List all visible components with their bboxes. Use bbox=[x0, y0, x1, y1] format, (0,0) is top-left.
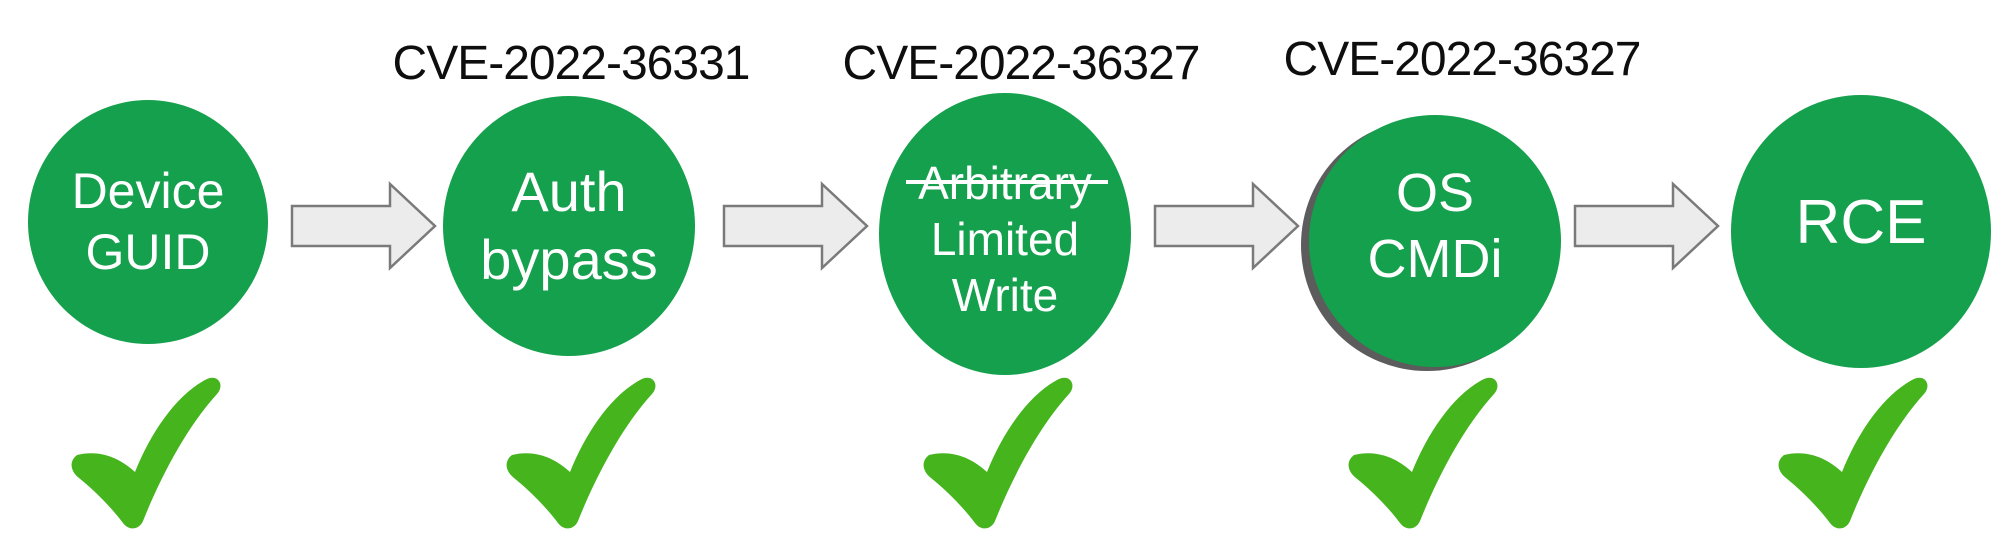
right-arrow-icon bbox=[1153, 181, 1300, 271]
node-rce: RCE bbox=[1731, 95, 1991, 368]
node-limited-write-struck-line: Arbitrary bbox=[906, 155, 1108, 211]
node-device-guid-line2: GUID bbox=[85, 224, 211, 280]
node-auth-bypass-line2: bypass bbox=[480, 228, 658, 291]
node-os-cmdi-line1: OS bbox=[1395, 163, 1475, 224]
node-device-guid: Device GUID bbox=[28, 100, 268, 344]
right-arrow-icon bbox=[722, 181, 869, 271]
green-check-icon bbox=[506, 377, 656, 529]
node-limited-write-line2: Limited bbox=[930, 212, 1080, 265]
node-os-cmdi: OS CMDi bbox=[1309, 115, 1561, 367]
right-arrow-icon bbox=[290, 181, 437, 271]
cve-label-auth-bypass: CVE-2022-36331 bbox=[392, 37, 751, 90]
node-limited-write: Arbitrary Limited Write bbox=[879, 93, 1131, 375]
node-auth-bypass-line1: Auth bbox=[511, 159, 627, 223]
node-limited-write-line3: Write bbox=[951, 269, 1059, 322]
green-check-icon bbox=[1778, 377, 1928, 529]
node-rce-line1: RCE bbox=[1795, 187, 1927, 257]
green-check-icon bbox=[923, 377, 1073, 529]
node-device-guid-line1: Device bbox=[71, 163, 225, 219]
node-os-cmdi-line2: CMDi bbox=[1367, 229, 1503, 289]
green-check-icon bbox=[1348, 377, 1498, 529]
cve-label-os-cmdi: CVE-2022-36327 bbox=[1283, 33, 1642, 86]
green-check-icon bbox=[71, 377, 221, 529]
right-arrow-icon bbox=[1573, 181, 1720, 271]
node-auth-bypass: Auth bypass bbox=[443, 96, 695, 356]
cve-label-limited-write: CVE-2022-36327 bbox=[842, 37, 1201, 90]
